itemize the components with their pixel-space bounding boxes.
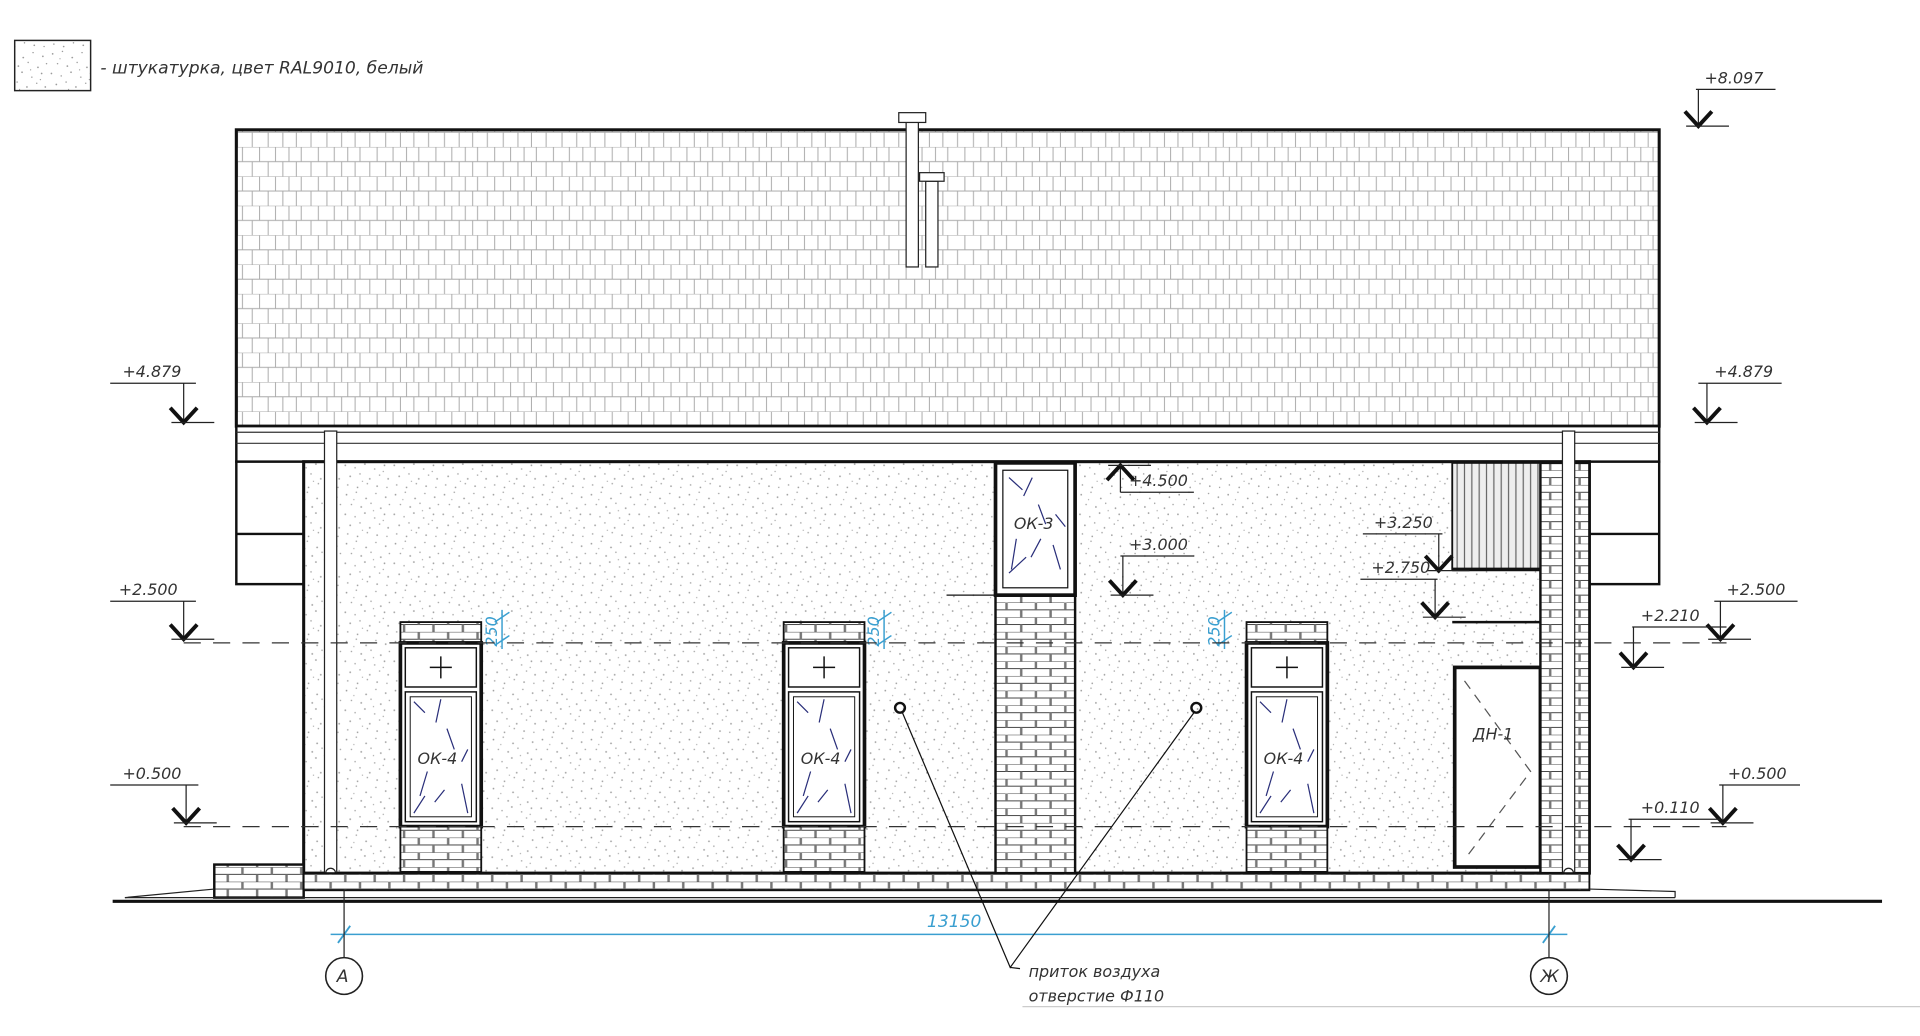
level-value: +0.500 <box>1728 764 1787 783</box>
note-line-1: приток воздуха <box>1029 962 1161 981</box>
window-ok4: ОК-4 <box>398 621 484 873</box>
lintel-dimension: 250 <box>864 609 892 650</box>
window-ok4-label: ОК-4 <box>1264 749 1304 768</box>
axis-bubble-zh: Ж <box>1529 956 1569 996</box>
level-value: +4.879 <box>1714 362 1773 381</box>
level-value: +3.000 <box>1129 535 1188 554</box>
overall-dimension: 13150 <box>330 912 1568 944</box>
door-label: ДН-1 <box>1472 725 1513 744</box>
svg-text:250: 250 <box>1205 616 1224 646</box>
svg-text:А: А <box>336 967 349 987</box>
level-mark-door-top: +2.210 <box>1618 606 1727 671</box>
level-mark-top-vent: +3.250 <box>1362 513 1470 574</box>
level-mark-window-top-right: +2.500 <box>1705 580 1798 643</box>
air-inlet-leaders: приток воздуха отверстие Ф110 <box>893 701 1920 1008</box>
chimney-pipe <box>898 112 945 268</box>
eave-fascia <box>235 424 1661 463</box>
level-mark-ridge: +8.097 <box>1683 68 1776 130</box>
overall-dimension-value: 13150 <box>927 912 982 932</box>
level-mark-window-top-left: +2.500 <box>110 580 215 643</box>
downpipe-left <box>323 430 338 879</box>
svg-text:250: 250 <box>482 616 501 646</box>
level-value: +4.500 <box>1129 471 1188 490</box>
window-ok4-label: ОК-4 <box>418 749 458 768</box>
level-value: +0.500 <box>122 764 181 783</box>
downpipe-right <box>1561 430 1576 879</box>
level-mark-bottom-vent: +2.750 <box>1360 558 1466 621</box>
level-mark-window-bottom-left: +0.500 <box>110 764 217 826</box>
window-ok3-label: ОК-3 <box>1014 514 1054 533</box>
lintel-dimension: 250 <box>482 609 510 650</box>
level-mark-eave-right: +4.879 <box>1692 362 1782 426</box>
window-ok3: ОК-3 <box>993 461 1077 597</box>
side-overhang-right <box>1588 460 1661 586</box>
level-value: +2.500 <box>1727 580 1786 599</box>
level-value: +0.110 <box>1641 798 1700 817</box>
vent-grille <box>1451 461 1542 571</box>
level-mark-door-bottom: +0.110 <box>1616 798 1721 863</box>
level-mark-eave-left: +4.879 <box>110 362 215 426</box>
axis-bubble-a: А <box>324 956 364 996</box>
level-value: +2.210 <box>1641 606 1700 625</box>
window-ok4-label: ОК-4 <box>801 749 841 768</box>
level-value: +4.879 <box>122 362 181 381</box>
side-overhang-left <box>235 460 305 586</box>
legend-text: - штукатурка, цвет RAL9010, белый <box>100 58 423 78</box>
plinth <box>124 863 1676 899</box>
level-value: +2.750 <box>1371 558 1430 577</box>
level-mark-top-ok3: +4.500 <box>1105 462 1194 493</box>
level-value: +8.097 <box>1704 68 1763 87</box>
roof <box>234 128 1661 428</box>
note-line-2: отверстие Ф110 <box>1029 987 1164 1006</box>
brick-pier-center <box>994 593 1077 875</box>
level-mark-bottom-ok3: +3.000 <box>1107 535 1194 599</box>
svg-text:250: 250 <box>864 616 883 646</box>
level-value: +2.500 <box>119 580 178 599</box>
svg-text:Ж: Ж <box>1539 967 1560 987</box>
level-value: +3.250 <box>1374 513 1433 532</box>
window-ok4: ОК-4 <box>781 621 867 873</box>
door-dn1: ДН-1 <box>1452 665 1543 869</box>
window-ok4: ОК-4 <box>1244 621 1330 873</box>
level-mark-window-bottom-right: +0.500 <box>1707 764 1800 826</box>
legend-swatch-stucco <box>13 39 92 92</box>
